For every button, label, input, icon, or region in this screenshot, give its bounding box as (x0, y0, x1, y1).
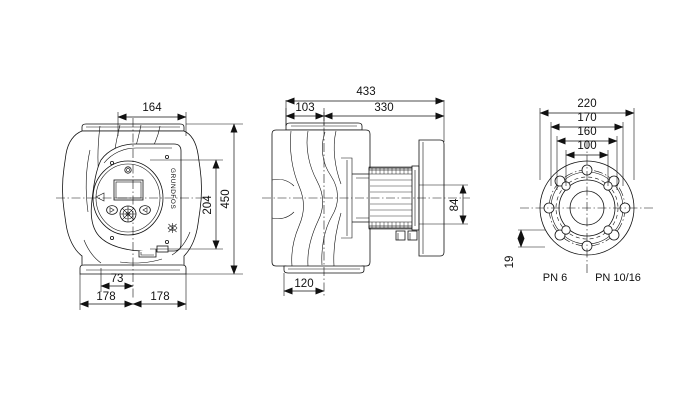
flange-label-pn6: PN 6 (543, 272, 567, 284)
dimension-170: 170 (550, 112, 624, 186)
side-motor-housing (395, 139, 445, 257)
flange-label-pn1016: PN 10/16 (595, 272, 641, 284)
dimension-84-label: 84 (449, 198, 461, 211)
dimension-73-label: 73 (111, 273, 124, 285)
dimension-178-right-label: 178 (150, 291, 169, 303)
dimension-100: 100 (565, 140, 609, 186)
flange-view: 220 170 160 100 19 (504, 98, 654, 284)
dimension-120-label: 120 (294, 278, 313, 290)
dimension-164: 164 (117, 102, 187, 136)
dimension-204-label: 204 (202, 195, 214, 215)
dimension-100-label: 100 (577, 140, 596, 152)
dimension-220: 220 (539, 98, 635, 180)
dimension-19-label: 19 (504, 256, 516, 269)
dimension-170-label: 170 (577, 112, 596, 124)
dimension-103: 103 (285, 102, 325, 126)
dimension-204: 204 (150, 159, 223, 250)
dimension-433-label: 433 (356, 86, 375, 98)
dimension-330-label: 330 (374, 102, 393, 114)
dimension-160-label: 160 (577, 126, 596, 138)
brand-logo-text: GRUNDFOS (167, 168, 178, 233)
dimension-120: 120 (283, 273, 325, 296)
dimension-178-left: 178 (79, 274, 134, 310)
dimension-164-label: 164 (142, 102, 162, 114)
front-view: GRUNDFOS 164 (56, 102, 243, 310)
dimension-73: 73 (100, 268, 134, 292)
dimension-178-right: 178 (132, 274, 187, 310)
dimension-19: 19 (504, 229, 545, 269)
dimension-450: 450 (186, 123, 243, 275)
side-view: 433 103 330 84 120 (262, 86, 470, 296)
dimension-178-left-label: 178 (96, 291, 115, 303)
dimension-220-label: 220 (577, 98, 596, 110)
dimension-103-label: 103 (295, 102, 314, 114)
dimension-330: 330 (323, 102, 445, 120)
front-control-panel (92, 154, 169, 244)
dimension-433: 433 (285, 86, 445, 142)
brand-label: GRUNDFOS (169, 168, 176, 209)
dimension-84: 84 (419, 184, 468, 225)
dimension-450-label: 450 (220, 189, 232, 208)
dimension-160: 160 (556, 126, 618, 190)
